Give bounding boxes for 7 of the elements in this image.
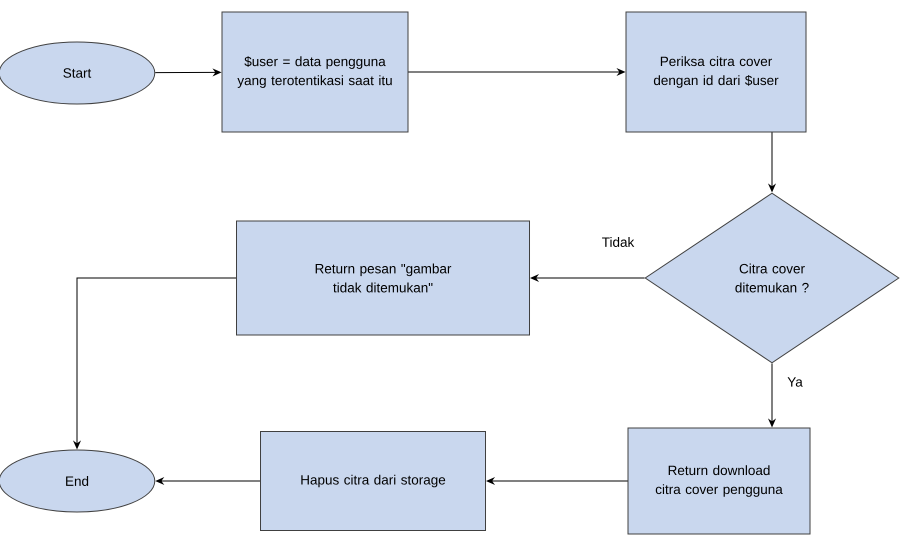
process-box: $user = data pengguna yang terotentikasi saat itu (222, 12, 408, 132)
process-box: Hapus citra dari storage (260, 431, 486, 531)
process-box: Return download citra cover pengguna (628, 428, 810, 534)
process-box: Return pesan "gambar tidak ditemukan" (236, 220, 530, 336)
edge-label: Ya (786, 376, 804, 388)
edge-label: Tidak (600, 236, 636, 248)
process-box: Periksa citra cover dengan id dari $user (626, 12, 806, 132)
